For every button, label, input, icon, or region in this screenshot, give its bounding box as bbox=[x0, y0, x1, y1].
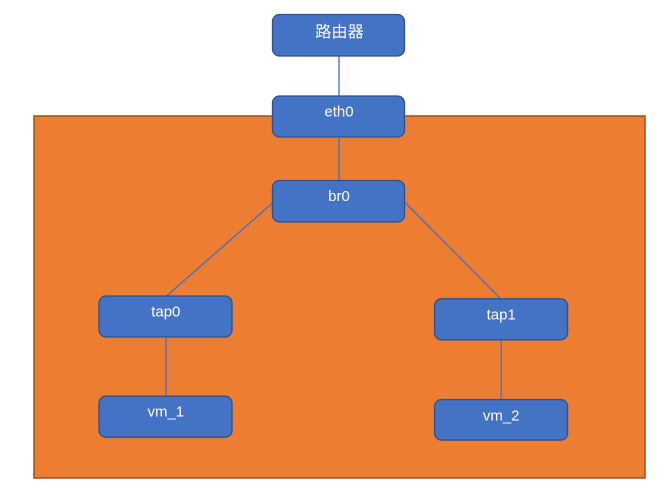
svg-text:tap1: tap1 bbox=[487, 306, 516, 323]
svg-text:br0: br0 bbox=[328, 188, 350, 205]
svg-text:eth0: eth0 bbox=[324, 103, 353, 120]
svg-text:tap0: tap0 bbox=[151, 303, 180, 320]
svg-text:vm_2: vm_2 bbox=[483, 407, 520, 424]
svg-text:vm_1: vm_1 bbox=[147, 404, 184, 421]
